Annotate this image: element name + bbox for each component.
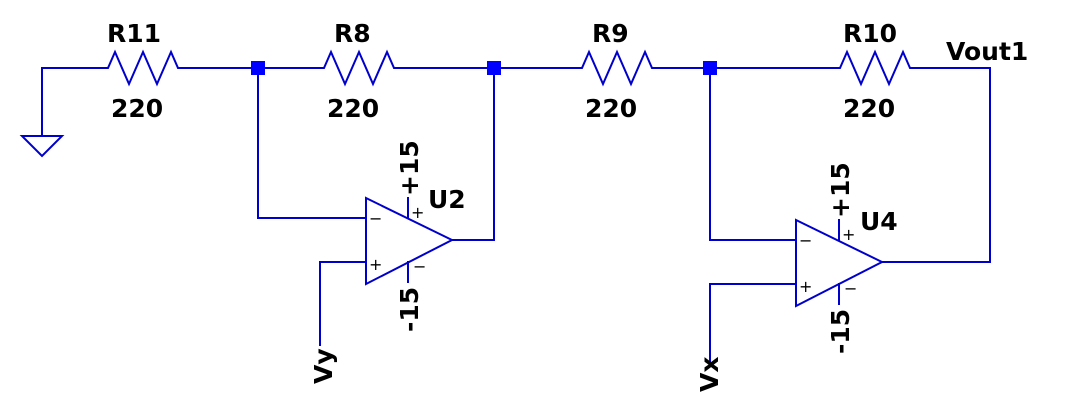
opamp-u4[interactable]: − + + − U4 +15 -15 [795, 162, 898, 354]
u2-supply-pos: +15 [395, 140, 424, 196]
u4-vpos-mark: + [842, 225, 855, 244]
ground-symbol [19, 67, 65, 158]
u2-vneg-mark: − [413, 257, 426, 276]
r8-name: R8 [334, 19, 371, 48]
u4-wiring [709, 67, 991, 363]
junction-node-c [703, 61, 717, 75]
r8-value: 220 [327, 94, 379, 123]
u4-noninverting-mark: + [799, 277, 812, 296]
vout-net-label: Vout1 [946, 37, 1028, 66]
resistor-r11[interactable]: R11 220 [96, 19, 182, 123]
u2-wiring [257, 67, 495, 346]
vx-net-label: Vx [695, 357, 724, 392]
opamp-u2[interactable]: − + + − U2 +15 -15 [365, 140, 466, 332]
u4-supply-pos: +15 [826, 162, 855, 218]
resistor-r8[interactable]: R8 220 [312, 19, 398, 123]
r9-name: R9 [592, 19, 629, 48]
vy-net-label: Vy [309, 348, 338, 384]
r9-value: 220 [585, 94, 637, 123]
resistor-r10[interactable]: R10 220 [828, 19, 914, 123]
junction-node-b [487, 61, 501, 75]
u2-supply-neg: -15 [395, 287, 424, 332]
u4-vneg-mark: − [844, 279, 857, 298]
r10-name: R10 [843, 19, 897, 48]
u4-inverting-mark: − [799, 231, 812, 250]
u2-name: U2 [428, 185, 466, 214]
u4-supply-neg: -15 [826, 309, 855, 354]
r11-value: 220 [111, 94, 163, 123]
u2-noninverting-mark: + [369, 255, 382, 274]
u2-vpos-mark: + [411, 203, 424, 222]
u2-inverting-mark: − [369, 209, 382, 228]
junction-node-a [251, 61, 265, 75]
r10-value: 220 [843, 94, 895, 123]
u4-name: U4 [860, 207, 898, 236]
resistor-r9[interactable]: R9 220 [570, 19, 656, 123]
r11-name: R11 [107, 19, 161, 48]
